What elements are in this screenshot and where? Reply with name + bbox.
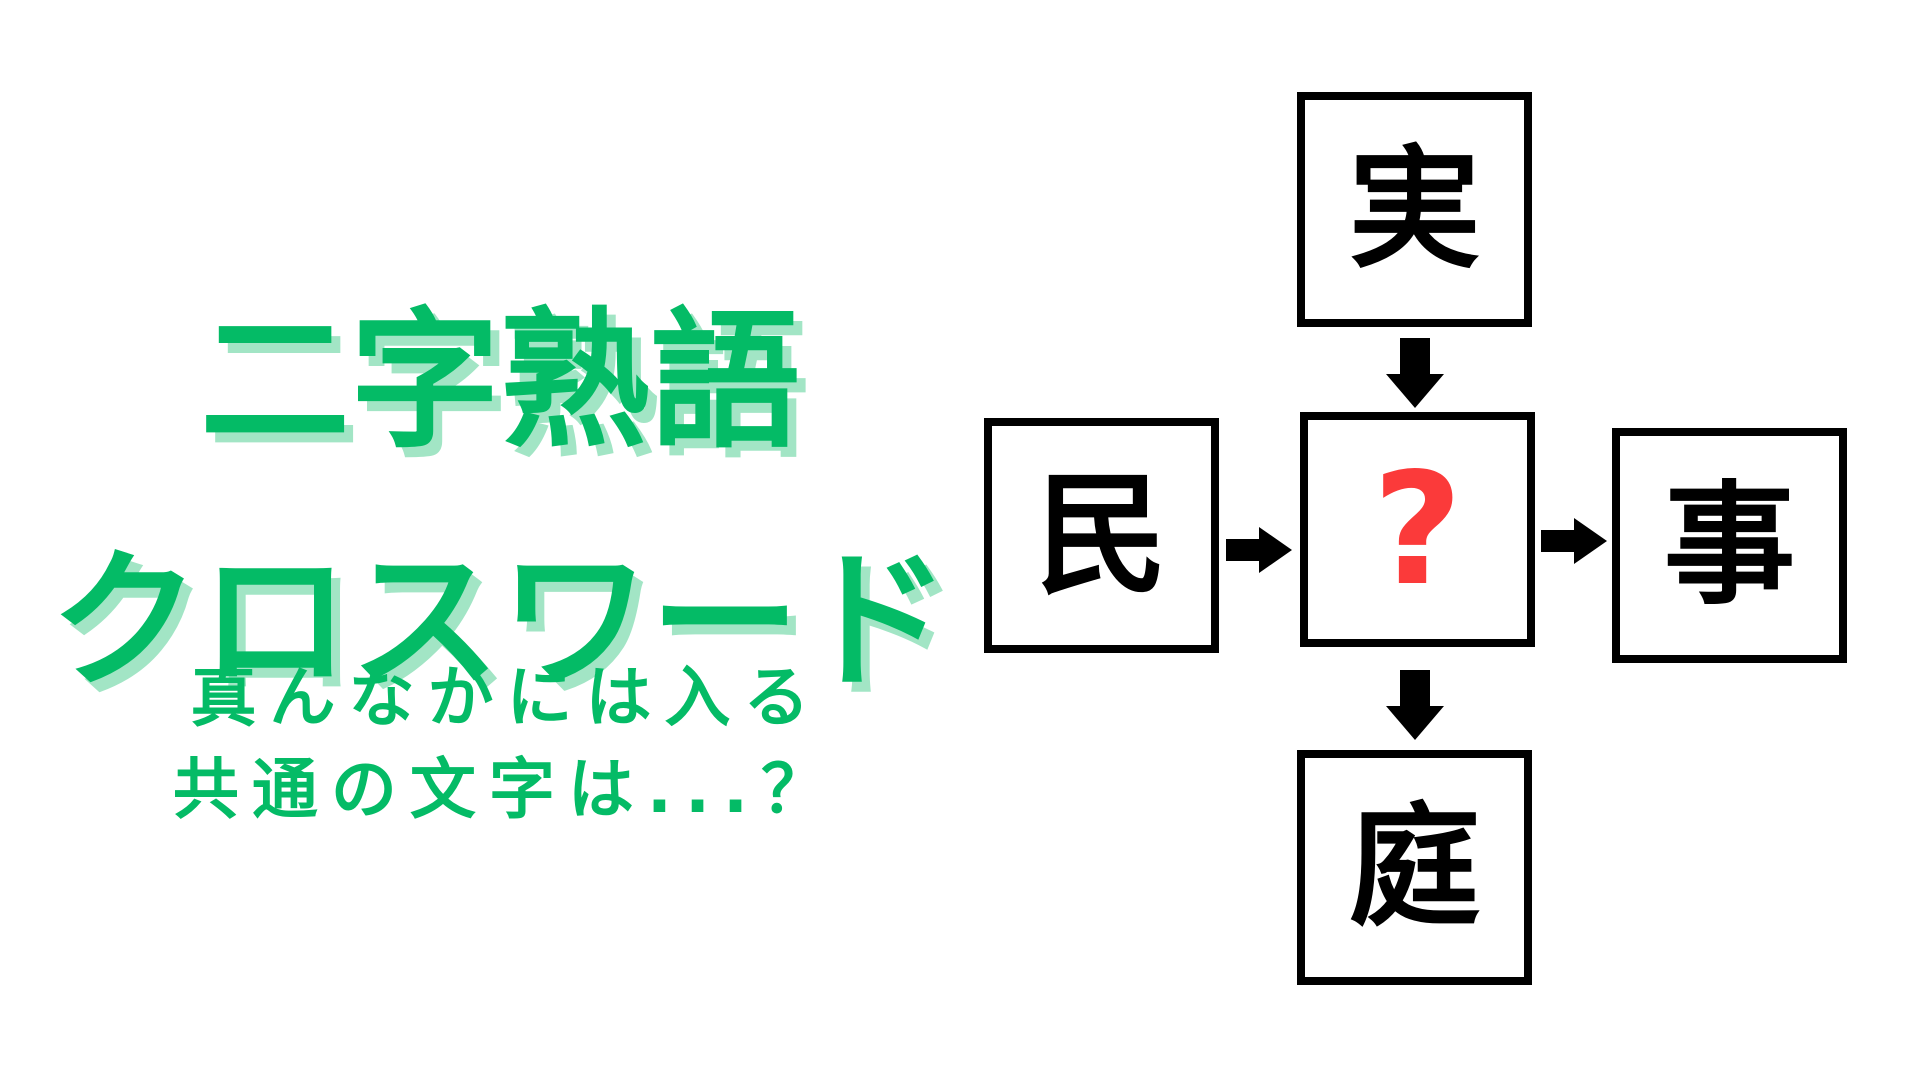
arrow-down-icon — [1386, 670, 1444, 740]
page-title: 二字熟語 クロスワード — [0, 262, 1000, 742]
kanji-top: 実 — [1348, 132, 1481, 287]
hint-line-1: 真んなかには入る — [190, 659, 823, 736]
kanji-left: 民 — [1035, 458, 1168, 613]
kanji-bottom: 庭 — [1348, 790, 1481, 945]
puzzle-cell-right: 事 — [1612, 428, 1847, 663]
puzzle-cell-center: ? — [1300, 412, 1535, 647]
kanji-right: 事 — [1663, 468, 1796, 623]
hint-line-2: 共通の文字は...？ — [172, 751, 841, 828]
puzzle-cell-left: 民 — [984, 418, 1219, 653]
mystery-question-mark: ? — [1372, 439, 1463, 620]
arrow-right-icon — [1541, 518, 1607, 564]
arrow-right-icon — [1226, 527, 1292, 573]
title-line-1: 二字熟語 — [199, 295, 800, 469]
arrow-down-icon — [1386, 338, 1444, 408]
puzzle-cell-top: 実 — [1297, 92, 1532, 327]
puzzle-hint-text: 真んなかには入る 共通の文字は...？ — [0, 652, 1000, 836]
puzzle-cell-bottom: 庭 — [1297, 750, 1532, 985]
title-line-2: クロスワード — [49, 535, 950, 709]
